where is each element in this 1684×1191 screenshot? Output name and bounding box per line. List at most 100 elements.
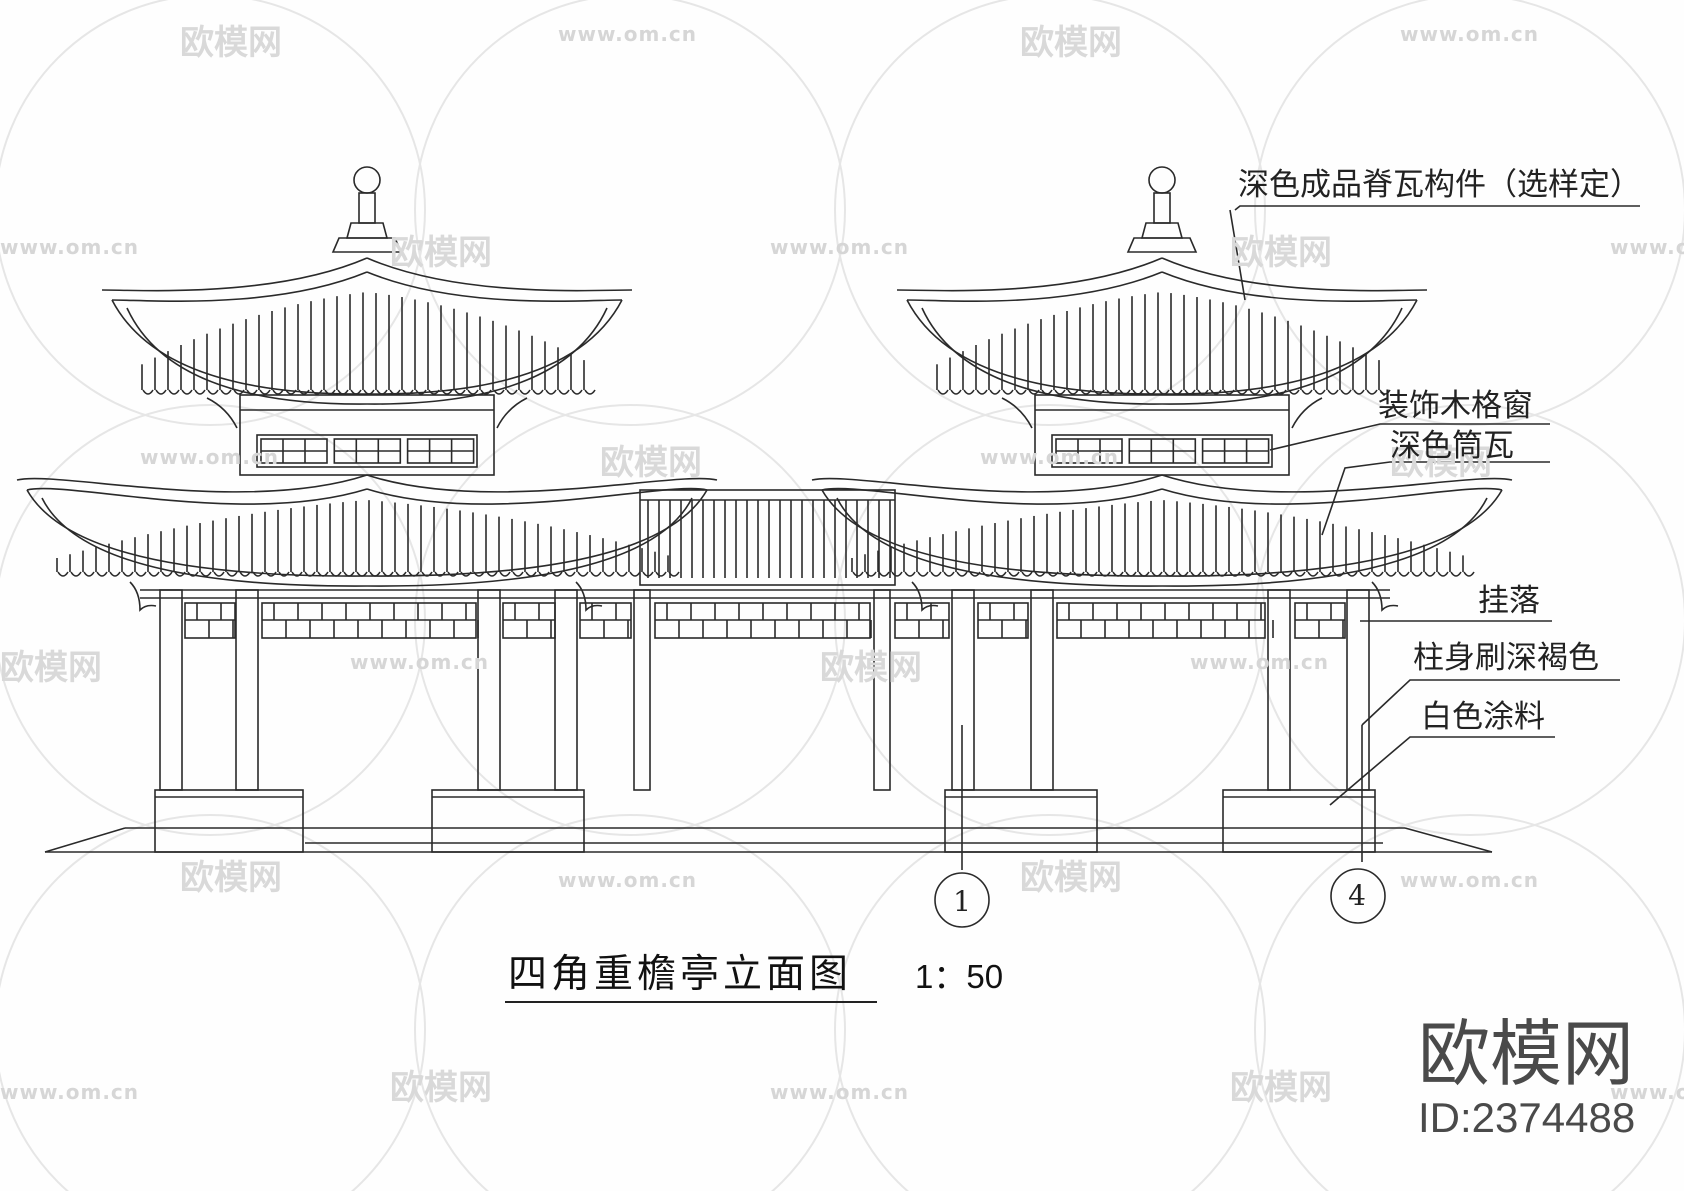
drip-tile bbox=[1236, 389, 1248, 395]
watermark-circle bbox=[1254, 0, 1684, 426]
watermark-url: www.om.cn bbox=[1400, 22, 1540, 46]
drip-tile bbox=[1177, 571, 1189, 577]
roof-edge bbox=[26, 487, 368, 505]
hanging-fret bbox=[1294, 602, 1346, 639]
finial-base bbox=[331, 237, 403, 253]
watermark-url: www.om.cn bbox=[558, 868, 698, 892]
drip-tile bbox=[278, 571, 290, 577]
callout-hanging-fret: 挂落 bbox=[1478, 583, 1540, 619]
drip-tile bbox=[852, 571, 864, 577]
drip-tile bbox=[1060, 571, 1072, 577]
watermark-url: www.om.cn bbox=[770, 1080, 910, 1104]
drip-tile bbox=[1021, 571, 1033, 577]
watermark-text: 欧模网 bbox=[390, 233, 492, 273]
roof-edge bbox=[16, 474, 368, 493]
drip-tile bbox=[1047, 571, 1059, 577]
column-bracket bbox=[1001, 397, 1033, 429]
leader-ridge bbox=[1234, 205, 1640, 211]
drip-tile bbox=[1034, 571, 1046, 577]
watermark-url: www.om.cn bbox=[350, 650, 490, 674]
drip-tile bbox=[1294, 571, 1306, 577]
drip-tile bbox=[155, 389, 167, 395]
drawing-title: 四角重檐亭立面图 bbox=[508, 952, 853, 997]
drip-tile bbox=[1450, 571, 1462, 577]
drip-tile bbox=[369, 571, 381, 577]
drip-tile bbox=[1242, 571, 1254, 577]
drip-tile bbox=[982, 571, 994, 577]
drip-tile bbox=[1288, 389, 1300, 395]
drip-tile bbox=[577, 571, 589, 577]
watermark-url: www.om.cn bbox=[1190, 650, 1330, 674]
drip-tile bbox=[571, 389, 583, 395]
drip-tile bbox=[532, 389, 544, 395]
drip-tile bbox=[1210, 389, 1222, 395]
drip-tile bbox=[1138, 571, 1150, 577]
drip-tile bbox=[1190, 571, 1202, 577]
drip-tile bbox=[538, 571, 550, 577]
drip-tile bbox=[943, 571, 955, 577]
drip-tile bbox=[1203, 571, 1215, 577]
watermark-text: 欧模网 bbox=[600, 443, 702, 483]
drip-tile bbox=[213, 571, 225, 577]
drip-tile bbox=[363, 389, 375, 395]
finial-right bbox=[1126, 166, 1198, 253]
drip-tile bbox=[1073, 571, 1085, 577]
drip-tile bbox=[1327, 389, 1339, 395]
drip-tile bbox=[1307, 571, 1319, 577]
drip-tile bbox=[265, 571, 277, 577]
column bbox=[1030, 589, 1054, 791]
drip-tile bbox=[616, 571, 628, 577]
hanging-fret bbox=[502, 602, 556, 639]
column-plinth bbox=[154, 789, 304, 853]
finial-shaft bbox=[358, 192, 376, 224]
drip-tile bbox=[551, 571, 563, 577]
drip-tile bbox=[259, 389, 271, 395]
drip-tile bbox=[1015, 389, 1027, 395]
drip-tile bbox=[181, 389, 193, 395]
watermark-text: 欧模网 bbox=[0, 648, 102, 688]
lower-roof-right bbox=[811, 474, 1513, 587]
drip-tile bbox=[1385, 571, 1397, 577]
title-underline bbox=[505, 1001, 877, 1003]
column-bracket bbox=[129, 581, 157, 612]
leader-ridge bbox=[1229, 209, 1246, 301]
hanging-fret bbox=[977, 602, 1029, 639]
drip-tile bbox=[1099, 571, 1111, 577]
drip-tile bbox=[1145, 389, 1157, 395]
drip-tile bbox=[317, 571, 329, 577]
watermark-url: www.om.cn bbox=[558, 22, 698, 46]
callout-lattice-window: 装饰木格窗 bbox=[1378, 388, 1533, 424]
drip-tile bbox=[1262, 389, 1274, 395]
watermark-url: www.om.cn bbox=[0, 1080, 140, 1104]
drip-tile bbox=[1346, 571, 1358, 577]
drip-tile bbox=[519, 389, 531, 395]
drip-tile bbox=[376, 389, 388, 395]
drip-tile bbox=[1158, 389, 1170, 395]
drip-tile bbox=[1119, 389, 1131, 395]
drip-tile bbox=[1171, 389, 1183, 395]
watermark-text: 欧模网 bbox=[1230, 233, 1332, 273]
roof-edge bbox=[1161, 271, 1418, 302]
drip-tile bbox=[1353, 389, 1365, 395]
drip-tile bbox=[480, 389, 492, 395]
drip-tile bbox=[950, 389, 962, 395]
drip-tile bbox=[1366, 389, 1378, 395]
leader-lattice bbox=[1269, 423, 1550, 451]
callout-column-paint: 柱身刷深褐色 bbox=[1413, 640, 1599, 676]
drip-tile bbox=[989, 389, 1001, 395]
drip-tile bbox=[1067, 389, 1079, 395]
drip-tile bbox=[187, 571, 199, 577]
drip-tile bbox=[1223, 389, 1235, 395]
drip-tile bbox=[57, 571, 69, 577]
drip-tile bbox=[1112, 571, 1124, 577]
drip-tile bbox=[891, 571, 903, 577]
drip-tile bbox=[525, 571, 537, 577]
drip-tile bbox=[1054, 389, 1066, 395]
finial-base bbox=[345, 222, 389, 239]
roof-edge bbox=[366, 271, 623, 302]
lattice-window bbox=[1051, 434, 1273, 468]
leader-white-paint bbox=[1329, 736, 1555, 806]
upper-floor-right bbox=[1001, 394, 1323, 476]
column-bracket bbox=[1371, 581, 1399, 612]
